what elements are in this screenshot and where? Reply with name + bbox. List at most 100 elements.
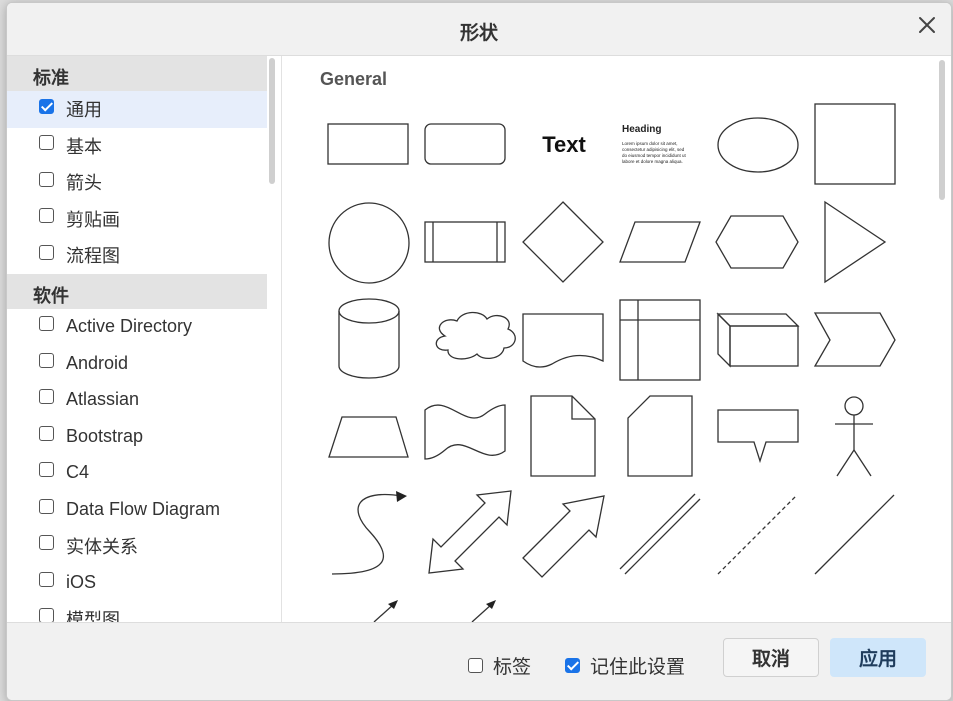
- checkbox-icon[interactable]: [39, 425, 54, 441]
- library-item-label: Active Directory: [66, 316, 193, 337]
- card-shape[interactable]: [627, 395, 693, 477]
- rectangle-shape[interactable]: [327, 123, 409, 165]
- library-item-ios[interactable]: iOS: [7, 564, 267, 601]
- library-item-label: 通用: [66, 100, 102, 121]
- library-item-label: iOS: [66, 571, 97, 592]
- library-item-bootstrap[interactable]: Bootstrap: [7, 418, 267, 455]
- checkbox-icon[interactable]: [39, 316, 54, 332]
- diamond-shape[interactable]: [522, 201, 604, 283]
- shapes-grid: Text Heading Lorem ipsum dolor sit amet,…: [327, 103, 896, 622]
- cylinder-shape-top: [338, 298, 400, 324]
- curved-arrow-line: [331, 493, 403, 575]
- shapes-dialog: 形状 标准 通用 基本 箭头 剪贴画 流程图 软件 Active Directo…: [6, 2, 952, 701]
- double-line-b: [624, 498, 701, 575]
- document-shape[interactable]: [522, 313, 604, 368]
- checkbox-icon[interactable]: [39, 98, 54, 114]
- library-item-general[interactable]: 通用: [7, 91, 267, 128]
- arrowhead-icon: [388, 600, 398, 609]
- circle-shape[interactable]: [328, 202, 410, 284]
- arrowhead-icon: [486, 600, 496, 609]
- callout-shape[interactable]: [717, 409, 799, 464]
- library-item-label: 基本: [66, 136, 102, 157]
- heading-text-shape[interactable]: Heading Lorem ipsum dolor sit amet, cons…: [622, 124, 687, 164]
- double-line-shape[interactable]: [619, 493, 701, 575]
- shapes-panel: Text Heading Lorem ipsum dolor sit amet,…: [282, 56, 951, 622]
- note-shape[interactable]: [530, 395, 596, 477]
- heading-shape-title: Heading: [622, 124, 661, 135]
- library-item-label: 实体关系: [66, 536, 138, 557]
- connector-arrow-shape[interactable]: [471, 600, 496, 622]
- shapes-scrollbar[interactable]: [939, 60, 945, 200]
- library-item-active-directory[interactable]: Active Directory: [7, 309, 267, 346]
- tape-shape[interactable]: [424, 404, 506, 460]
- library-item-basic[interactable]: 基本: [7, 128, 267, 165]
- checkbox-icon[interactable]: [565, 658, 580, 673]
- cube-shape[interactable]: [716, 312, 800, 368]
- library-item-entity-relation[interactable]: 实体关系: [7, 528, 267, 565]
- line-shape[interactable]: [814, 494, 895, 575]
- checkbox-icon[interactable]: [39, 352, 54, 368]
- library-item-atlassian[interactable]: Atlassian: [7, 382, 267, 419]
- library-item-label: Bootstrap: [66, 425, 144, 446]
- library-item-label: C4: [66, 462, 90, 483]
- square-shape[interactable]: [814, 103, 896, 185]
- actor-shape[interactable]: [835, 396, 873, 477]
- library-item-label: Android: [66, 352, 129, 373]
- cylinder-shape[interactable]: [338, 298, 400, 379]
- library-item-data-flow-diagram[interactable]: Data Flow Diagram: [7, 491, 267, 528]
- library-item-label: Atlassian: [66, 389, 140, 410]
- checkbox-icon[interactable]: [39, 462, 54, 478]
- checkbox-icon[interactable]: [468, 658, 483, 673]
- process-shape[interactable]: [424, 221, 506, 263]
- heading-shape-body-line: consectetur adipisicing elit, sed: [622, 147, 685, 152]
- cube-shape-top: [716, 313, 800, 327]
- hexagon-shape[interactable]: [715, 215, 799, 269]
- remember-settings-checkbox[interactable]: 记住此设置: [565, 652, 685, 679]
- library-item-c4[interactable]: C4: [7, 455, 267, 492]
- checkbox-icon[interactable]: [39, 244, 54, 260]
- library-item-label: 箭头: [66, 173, 102, 194]
- heading-shape-body-line: labore et dolore magna aliqua.: [622, 159, 683, 164]
- block-arrow-shape[interactable]: [522, 495, 605, 578]
- library-item-arrows[interactable]: 箭头: [7, 164, 267, 201]
- connector-arrow-line: [471, 603, 493, 622]
- triangle-shape[interactable]: [824, 200, 887, 284]
- process-shape-body: [424, 221, 506, 263]
- checkbox-icon[interactable]: [39, 535, 54, 551]
- ellipse-shape[interactable]: [717, 117, 799, 173]
- remember-settings-label: 记住此设置: [590, 657, 686, 678]
- rounded-rectangle-shape[interactable]: [424, 123, 506, 165]
- cloud-shape[interactable]: [435, 311, 516, 360]
- note-shape-fold: [571, 396, 595, 420]
- cancel-button[interactable]: 取消: [723, 638, 819, 677]
- step-shape[interactable]: [813, 312, 896, 367]
- checkbox-icon[interactable]: [39, 135, 54, 151]
- checkbox-icon[interactable]: [39, 608, 54, 622]
- curved-arrow-shape[interactable]: [331, 491, 407, 575]
- apply-button[interactable]: 应用: [830, 638, 926, 677]
- checkbox-icon[interactable]: [39, 171, 54, 187]
- connector-arrow-shape[interactable]: [373, 600, 398, 622]
- dashed-line-shape[interactable]: [717, 495, 797, 575]
- library-item-android[interactable]: Android: [7, 345, 267, 382]
- internal-storage-shape[interactable]: [619, 299, 701, 381]
- library-item-flowchart[interactable]: 流程图: [7, 237, 267, 274]
- dialog-titlebar: 形状: [7, 3, 951, 56]
- parallelogram-shape[interactable]: [619, 221, 701, 263]
- library-item-clipart[interactable]: 剪贴画: [7, 201, 267, 238]
- library-sidebar[interactable]: 标准 通用 基本 箭头 剪贴画 流程图 软件 Active Directory …: [7, 56, 282, 622]
- library-item-mockups[interactable]: 模型图: [7, 601, 267, 622]
- labels-checkbox[interactable]: 标签: [468, 652, 531, 679]
- bidirectional-arrow-shape[interactable]: [428, 490, 512, 574]
- connector-arrow-line: [373, 603, 395, 622]
- checkbox-icon[interactable]: [39, 389, 54, 405]
- checkbox-icon[interactable]: [39, 498, 54, 514]
- text-shape[interactable]: Text: [542, 132, 586, 157]
- sidebar-scrollbar[interactable]: [269, 58, 275, 184]
- checkbox-icon[interactable]: [39, 208, 54, 224]
- labels-checkbox-label: 标签: [493, 657, 532, 678]
- checkbox-icon[interactable]: [39, 571, 54, 587]
- close-icon[interactable]: [915, 13, 939, 37]
- heading-shape-body-line: Lorem ipsum dolor sit amet,: [622, 141, 678, 146]
- trapezoid-shape[interactable]: [328, 416, 409, 458]
